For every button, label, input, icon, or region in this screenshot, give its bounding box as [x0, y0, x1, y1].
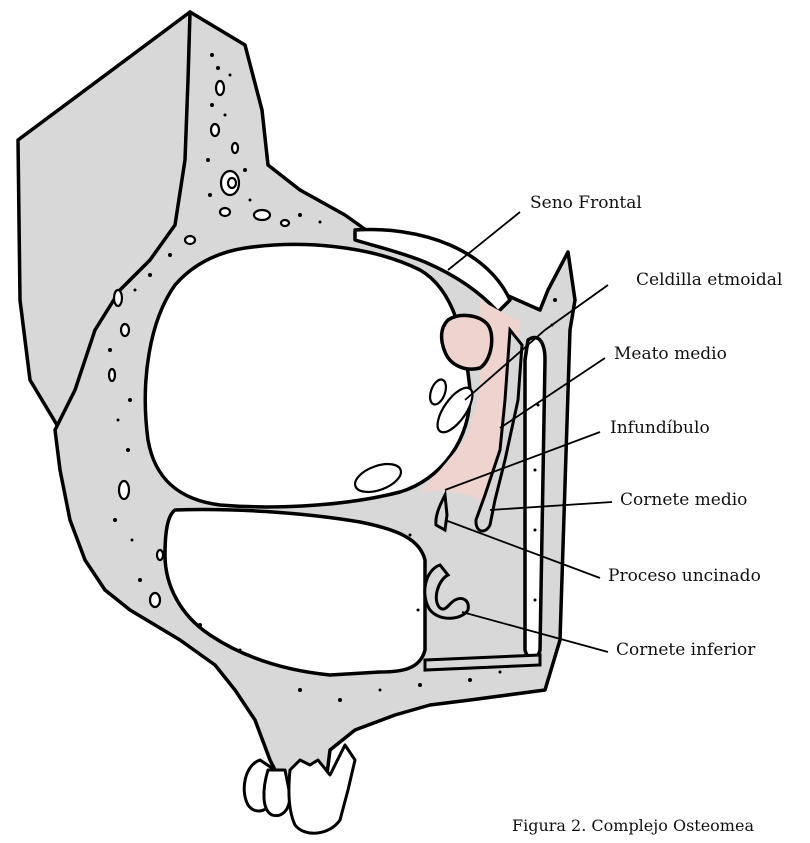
leader-seno-frontal	[448, 212, 520, 270]
ethmoid-cell	[442, 315, 492, 369]
label-proceso-uncinado: Proceso uncinado	[608, 566, 761, 586]
tooth	[264, 770, 290, 816]
figure-caption: Figura 2. Complejo Osteomea	[512, 816, 754, 835]
label-cornete-medio: Cornete medio	[620, 490, 747, 510]
label-celdilla-etmoidal: Celdilla etmoidal	[636, 270, 782, 290]
orbit-cavity	[145, 244, 470, 506]
nasal-cavity	[525, 338, 545, 659]
label-infundibulo: Infundíbulo	[610, 418, 710, 438]
label-cornete-inferior: Cornete inferior	[616, 640, 755, 660]
label-seno-frontal: Seno Frontal	[530, 193, 642, 213]
label-meato-medio: Meato medio	[614, 344, 727, 364]
